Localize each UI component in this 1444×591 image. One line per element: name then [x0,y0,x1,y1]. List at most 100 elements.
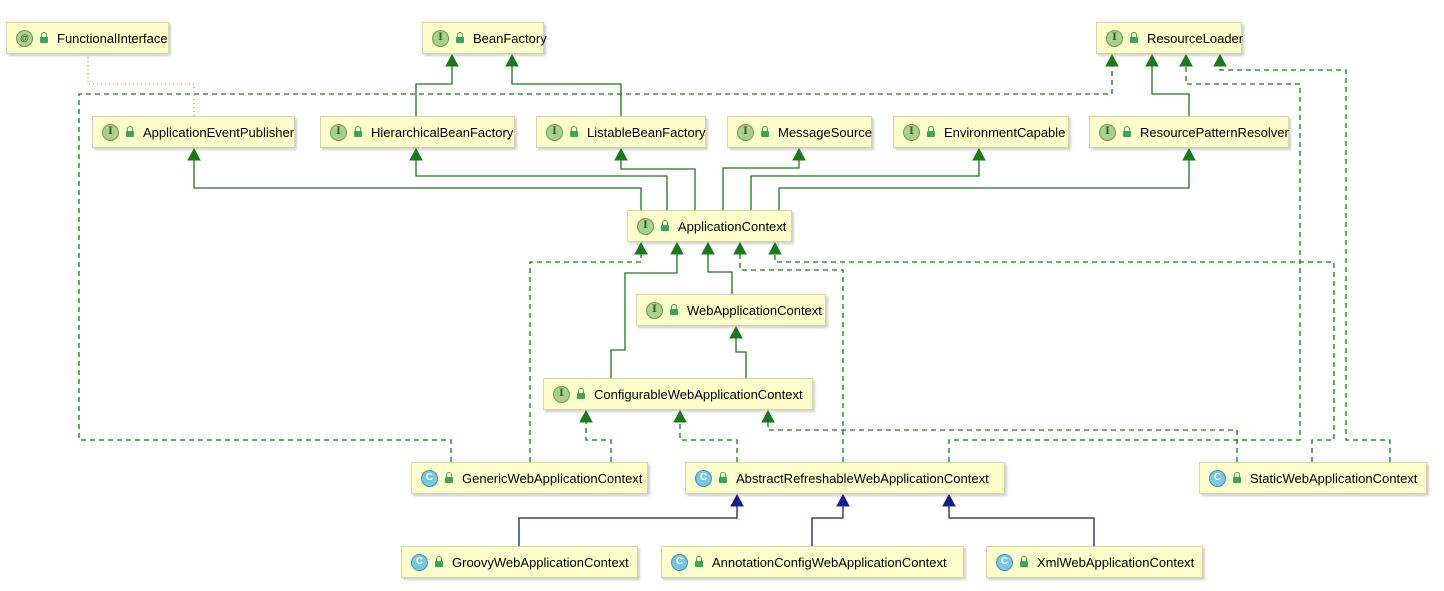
inheritance-edge [585,422,612,462]
class-icon: C [996,553,1013,571]
arrow-head [733,241,747,255]
arrow-head [634,241,648,255]
inheritance-edge [511,66,622,116]
interface-icon: I [637,217,654,235]
public-visibility-icon [569,126,579,138]
node-label: StaticWebApplicationContext [1250,470,1418,486]
inheritance-edge [415,160,668,210]
class-node[interactable]: C AnnotationConfigWebApplicationContext [661,546,964,578]
inheritance-edge [739,254,844,462]
public-visibility-icon [576,388,586,400]
inheritance-edge [774,254,1335,462]
public-visibility-icon [760,126,770,138]
class-node[interactable]: I ConfigurableWebApplicationContext [543,378,813,410]
arrow-head [673,409,687,423]
class-node[interactable]: I EnvironmentCapable [893,116,1069,148]
arrow-head [972,147,986,161]
node-label: ApplicationContext [678,218,787,234]
public-visibility-icon [444,472,454,484]
arrow-head [614,147,628,161]
node-label: AbstractRefreshableWebApplicationContext [736,470,989,486]
inheritance-edge [415,66,453,116]
public-visibility-icon [353,126,363,138]
node-label: BeanFactory [473,30,547,46]
node-label: GroovyWebApplicationContext [452,554,629,570]
public-visibility-icon [455,32,465,44]
interface-icon: I [1106,29,1123,47]
arrow-head [1145,53,1159,67]
arrow-head [505,53,519,67]
inheritance-edge [679,422,738,462]
node-label: ResourceLoader [1147,30,1244,46]
interface-icon: I [646,301,663,319]
class-node[interactable]: C XmlWebApplicationContext [986,546,1203,578]
node-label: EnvironmentCapable [944,124,1066,140]
arrow-head [730,493,744,507]
public-visibility-icon [694,556,704,568]
inheritance-edge [610,254,678,378]
interface-icon: I [330,123,347,141]
class-icon: C [671,553,688,571]
arrow-head [836,493,850,507]
public-visibility-icon [669,304,679,316]
public-visibility-icon [125,126,135,138]
public-visibility-icon [1129,32,1139,44]
arrow-head [670,241,684,255]
class-node[interactable]: C GenericWebApplicationContext [411,462,648,494]
node-label: FunctionalInterface [57,30,168,46]
class-icon: C [421,469,438,487]
arrow-head [1105,53,1119,67]
arrow-head [701,241,715,255]
arrow-head [761,409,775,423]
inheritance-edge [767,422,1238,462]
inheritance-edge [722,160,800,210]
class-node[interactable]: I HierarchicalBeanFactory [320,116,515,148]
arrow-head [729,325,743,339]
inheritance-edge [518,506,738,546]
node-label: GenericWebApplicationContext [462,470,643,486]
arrow-head [1182,147,1196,161]
node-label: ResourcePatternResolver [1140,124,1289,140]
node-label: HierarchicalBeanFactory [371,124,514,140]
inheritance-edge [87,55,195,116]
class-node[interactable]: I ResourcePatternResolver [1089,116,1289,148]
node-label: ApplicationEventPublisher [143,124,295,140]
class-node[interactable]: @FunctionalInterface [6,22,169,54]
interface-icon: I [1099,123,1116,141]
arrow-head [187,147,201,161]
arrow-head [409,147,423,161]
interface-icon: I [903,123,920,141]
public-visibility-icon [926,126,936,138]
node-label: XmlWebApplicationContext [1037,554,1195,570]
interface-icon: I [546,123,563,141]
class-node[interactable]: I ApplicationContext [627,210,792,242]
public-visibility-icon [434,556,444,568]
node-label: ConfigurableWebApplicationContext [594,386,803,402]
node-label: AnnotationConfigWebApplicationContext [712,554,947,570]
inheritance-edge [735,338,747,378]
inheritance-edge [193,160,642,210]
inheritance-edge [778,160,1190,210]
public-visibility-icon [1122,126,1132,138]
class-node[interactable]: I ResourceLoader [1096,22,1244,54]
inheritance-edge [529,254,642,462]
inheritance-edge [750,160,980,210]
inheritance-edge [948,66,1301,462]
inheritance-edge [620,160,696,210]
interface-icon: I [553,385,570,403]
inheritance-edge [948,506,1095,546]
arrow-head [1179,53,1193,67]
interface-icon: I [737,123,754,141]
arrow-head [579,409,593,423]
inheritance-edge [707,254,733,294]
inheritance-edge [811,506,844,546]
inheritance-edge [78,66,1113,462]
